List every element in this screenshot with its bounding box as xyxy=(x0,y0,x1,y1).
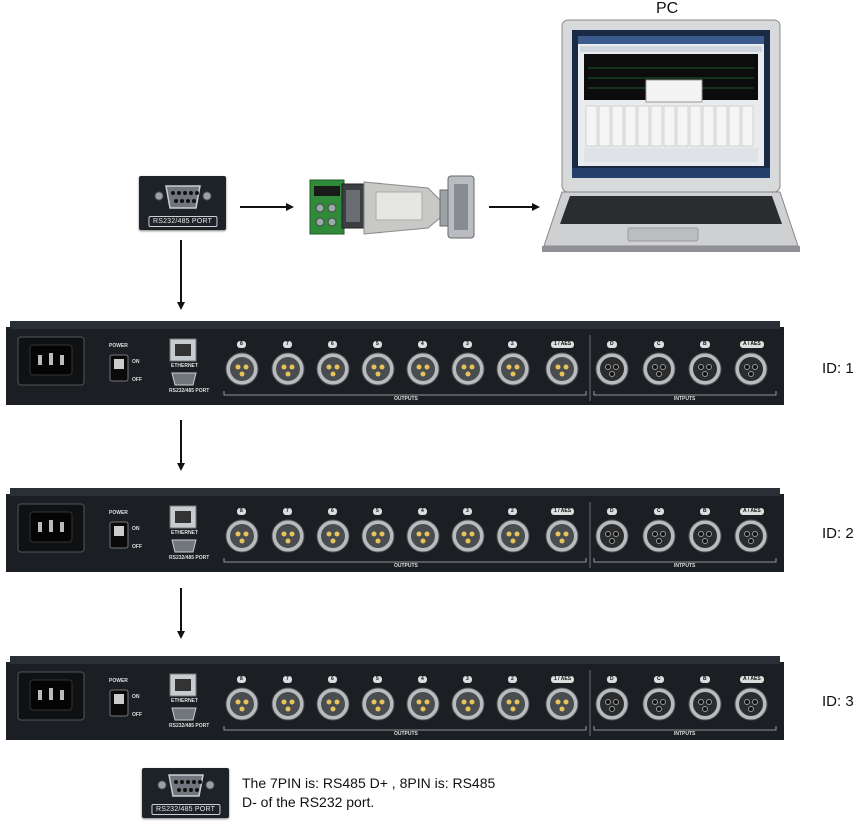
output-number-tag: 2 xyxy=(508,341,517,348)
output-number-tag: 3 xyxy=(463,341,472,348)
outputs-label: OUTPUTS xyxy=(394,731,418,737)
rack-panel-graphic xyxy=(6,321,784,405)
inputs-label: INTPUTS xyxy=(674,396,696,402)
output-number-tag: 6 xyxy=(328,676,337,683)
rs232-port-image: RS232/485 PORT xyxy=(139,176,226,230)
output-number-tag: 7 xyxy=(283,508,292,515)
rs485-converter-image xyxy=(309,175,475,239)
output-number-tag: 6 xyxy=(328,341,337,348)
output-number-tag: 1 / AES xyxy=(551,508,575,515)
output-number-tag: 7 xyxy=(283,676,292,683)
input-letter-tag: D xyxy=(607,341,617,348)
pin-note-line-1: The 7PIN is: RS485 D+ , 8PIN is: RS485 xyxy=(242,775,496,791)
power-label: POWER xyxy=(109,678,128,684)
db9-connector-icon xyxy=(154,185,212,209)
outputs-label: OUTPUTS xyxy=(394,563,418,569)
output-number-tag: 5 xyxy=(373,676,382,683)
unit-id-label-2: ID: 2 xyxy=(822,525,854,542)
input-letter-tag: A / AES xyxy=(740,341,764,348)
output-number-tag: 2 xyxy=(508,508,517,515)
off-label: OFF xyxy=(132,377,142,383)
inputs-label: INTPUTS xyxy=(674,563,696,569)
rack-port-label: RS232/485 PORT xyxy=(169,388,210,394)
input-letter-tag: C xyxy=(654,341,664,348)
input-letter-tag: A / AES xyxy=(740,508,764,515)
rs232-port-image-small: RS232/485 PORT xyxy=(142,768,229,818)
input-letter-tag: C xyxy=(654,508,664,515)
pin-note: The 7PIN is: RS485 D+ , 8PIN is: RS485 D… xyxy=(242,774,572,812)
power-label: POWER xyxy=(109,510,128,516)
input-letter-tag: C xyxy=(654,676,664,683)
ethernet-label: ETHERNET xyxy=(171,363,198,369)
output-number-tag: 8 xyxy=(237,341,246,348)
port-label: RS232/485 PORT xyxy=(147,216,218,227)
pc-label: PC xyxy=(656,0,679,17)
output-number-tag: 1 / AES xyxy=(551,341,575,348)
output-number-tag: 4 xyxy=(418,508,427,515)
db9-connector-icon xyxy=(157,774,215,797)
input-letter-tag: B xyxy=(700,676,710,683)
input-letter-tag: A / AES xyxy=(740,676,764,683)
output-number-tag: 4 xyxy=(418,341,427,348)
input-letter-tag: D xyxy=(607,508,617,515)
output-number-tag: 3 xyxy=(463,676,472,683)
input-letter-tag: B xyxy=(700,508,710,515)
rack-port-label: RS232/485 PORT xyxy=(169,723,210,729)
output-number-tag: 5 xyxy=(373,508,382,515)
on-label: ON xyxy=(132,526,140,532)
input-letter-tag: B xyxy=(700,341,710,348)
output-number-tag: 1 / AES xyxy=(551,676,575,683)
output-number-tag: 7 xyxy=(283,341,292,348)
unit-id-label-1: ID: 1 xyxy=(822,360,854,377)
power-label: POWER xyxy=(109,343,128,349)
on-label: ON xyxy=(132,359,140,365)
ethernet-label: ETHERNET xyxy=(171,530,198,536)
outputs-label: OUTPUTS xyxy=(394,396,418,402)
on-label: ON xyxy=(132,694,140,700)
output-number-tag: 4 xyxy=(418,676,427,683)
output-number-tag: 8 xyxy=(237,676,246,683)
ethernet-label: ETHERNET xyxy=(171,698,198,704)
rack-panel-graphic xyxy=(6,488,784,572)
off-label: OFF xyxy=(132,544,142,550)
rack-unit-3: POWER ON OFF ETHERNET RS232/485 PORT OUTPUTS I… xyxy=(6,656,784,741)
off-label: OFF xyxy=(132,712,142,718)
rack-panel-graphic xyxy=(6,656,784,740)
inputs-label: INTPUTS xyxy=(674,731,696,737)
rack-unit-2: POWER ON OFF ETHERNET RS232/485 PORT OUTPUTS I… xyxy=(6,488,784,573)
port-label: RS232/485 PORT xyxy=(150,804,221,815)
unit-id-label-3: ID: 3 xyxy=(822,693,854,710)
output-number-tag: 3 xyxy=(463,508,472,515)
rack-port-label: RS232/485 PORT xyxy=(169,555,210,561)
laptop-image xyxy=(542,19,800,252)
rack-unit-1: POWER ON OFF ETHERNET RS232/485 PORT OUTPUTS I… xyxy=(6,321,784,406)
output-number-tag: 6 xyxy=(328,508,337,515)
output-number-tag: 8 xyxy=(237,508,246,515)
output-number-tag: 5 xyxy=(373,341,382,348)
pin-note-line-2: D- of the RS232 port. xyxy=(242,794,375,810)
output-number-tag: 2 xyxy=(508,676,517,683)
input-letter-tag: D xyxy=(607,676,617,683)
